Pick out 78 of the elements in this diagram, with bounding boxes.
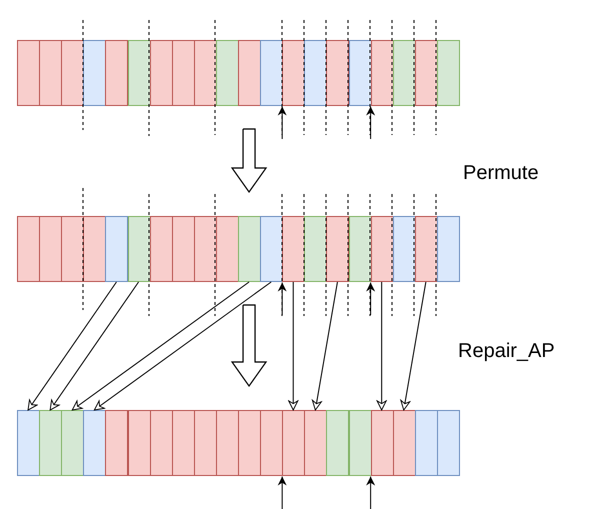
memory-cell	[216, 216, 239, 282]
memory-cell	[414, 410, 438, 476]
memory-cell	[436, 216, 460, 282]
memory-cell	[39, 410, 62, 476]
memory-cell	[260, 216, 284, 282]
arrow	[366, 282, 376, 316]
memory-cell	[83, 410, 106, 476]
arrow	[278, 476, 287, 509]
memory-cell	[150, 40, 173, 106]
arrow	[94, 282, 272, 410]
memory-cell	[105, 40, 128, 106]
arrow	[50, 282, 140, 410]
memory-cell	[128, 216, 151, 282]
memory-cell	[172, 40, 195, 106]
memory-cell	[414, 40, 438, 106]
memory-cell	[326, 216, 350, 282]
memory-cell	[83, 40, 106, 106]
arrow	[28, 282, 117, 410]
memory-cell	[392, 410, 416, 476]
arrow	[366, 476, 376, 509]
memory-cell	[436, 410, 460, 476]
memory-cell	[150, 410, 173, 476]
memory-cell	[348, 410, 372, 476]
arrow	[366, 106, 376, 140]
memory-cell	[392, 40, 416, 106]
arrow	[376, 282, 387, 410]
memory-cell	[348, 40, 372, 106]
memory-cell	[304, 40, 328, 106]
memory-cell	[194, 40, 217, 106]
memory-cell	[17, 40, 40, 106]
memory-cell	[39, 216, 62, 282]
memory-cell	[61, 216, 84, 282]
memory-cell	[238, 410, 262, 476]
memory-cell	[61, 410, 84, 476]
memory-cell	[105, 410, 128, 476]
arrow	[72, 282, 250, 410]
arrow	[312, 282, 338, 410]
memory-cell	[370, 40, 394, 106]
memory-cell	[392, 216, 416, 282]
memory-cell	[17, 410, 40, 476]
memory-cell	[216, 410, 239, 476]
memory-cell	[238, 216, 262, 282]
step-label: Repair_AP	[458, 340, 555, 363]
arrow	[278, 106, 287, 140]
memory-cell	[194, 216, 217, 282]
memory-cell	[17, 216, 40, 282]
memory-cell	[128, 40, 151, 106]
arrow	[400, 282, 426, 410]
memory-cell	[128, 410, 151, 476]
memory-cell	[326, 40, 350, 106]
memory-cell	[260, 40, 284, 106]
memory-cell	[194, 410, 217, 476]
memory-cell	[326, 410, 350, 476]
memory-cell	[348, 216, 372, 282]
memory-cell	[282, 216, 306, 282]
memory-cell	[39, 40, 62, 106]
memory-cell	[414, 216, 438, 282]
memory-cell	[105, 216, 128, 282]
memory-cell	[238, 40, 262, 106]
memory-cell	[436, 40, 460, 106]
step-label: Permute	[463, 162, 539, 185]
arrow	[288, 282, 298, 410]
memory-cell	[172, 410, 195, 476]
block-arrow	[230, 128, 268, 194]
memory-cell	[282, 40, 306, 106]
block-arrow	[230, 304, 268, 388]
arrow	[278, 282, 287, 316]
memory-cell	[216, 40, 239, 106]
memory-cell	[304, 216, 328, 282]
memory-cell	[370, 410, 394, 476]
memory-cell	[282, 410, 306, 476]
memory-cell	[83, 216, 106, 282]
memory-cell	[370, 216, 394, 282]
memory-cell	[260, 410, 284, 476]
memory-cell	[150, 216, 173, 282]
memory-cell	[61, 40, 84, 106]
memory-cell	[172, 216, 195, 282]
memory-cell	[304, 410, 328, 476]
